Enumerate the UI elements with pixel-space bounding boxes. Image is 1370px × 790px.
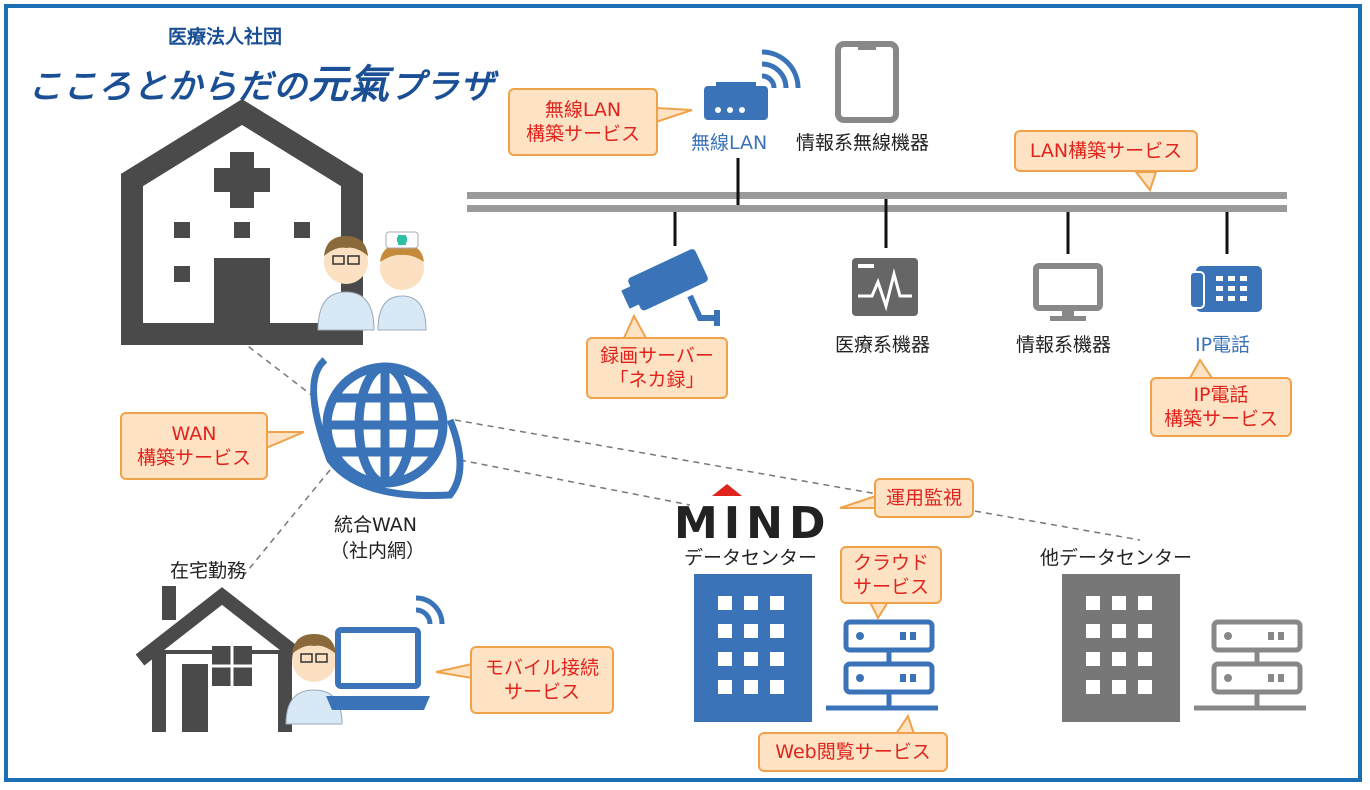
brand-left: こころとからだの	[28, 67, 308, 107]
pc-monitor-icon	[1033, 263, 1103, 321]
cloud-line1: クラウド	[852, 552, 929, 574]
info-label: 情報系機器	[1016, 334, 1112, 356]
cloud-line2: サービス	[852, 576, 929, 598]
home-doctor-icon	[285, 634, 343, 725]
org-type-label: 医療法人社団	[168, 26, 283, 48]
other-datacenter-building-icon	[1062, 574, 1180, 722]
ip-service-callout: IP電話構築サービス	[1150, 377, 1292, 437]
wan-service-line2: 構築サービス	[136, 447, 251, 469]
wan-globe-icon	[310, 357, 464, 500]
datacenter-label: データセンター	[684, 547, 818, 569]
medical-label: 医療系機器	[835, 334, 931, 356]
mobile-line2: サービス	[503, 681, 580, 703]
home-building-icon	[135, 586, 309, 732]
hospital-building-icon	[121, 99, 363, 345]
lan-backbone	[467, 158, 1287, 254]
ip-phone-label: IP電話	[1195, 334, 1251, 356]
brand-right: プラザ	[390, 67, 495, 107]
tablet-icon	[835, 41, 899, 123]
other-server-icon	[1194, 619, 1306, 711]
diagram-frame	[4, 4, 1362, 782]
web-callout: Web閲覧サービス	[758, 732, 948, 772]
home-label: 在宅勤務	[170, 560, 247, 582]
brand-gen: 元氣	[308, 62, 390, 108]
wlan-service-line1: 無線LAN	[544, 99, 622, 121]
mobile-line1: モバイル接続	[484, 657, 599, 679]
doctor-nurse-icon	[317, 231, 427, 331]
wlan-label: 無線LAN	[691, 132, 768, 154]
wan-sublabel: （社内網）	[330, 540, 426, 562]
brand-logo: こころとからだの元氣プラザ	[28, 52, 495, 110]
monitoring-callout: 運用監視	[874, 478, 974, 518]
laptop-icon	[326, 595, 445, 710]
other-datacenter-label: 他データセンター	[1040, 547, 1193, 569]
mind-datacenter-building-icon	[694, 574, 812, 722]
lan-service-callout: LAN構築サービス	[1014, 130, 1198, 172]
security-camera-icon	[621, 249, 720, 326]
info-wireless-label: 情報系無線機器	[796, 132, 930, 154]
ip-service-line1: IP電話	[1193, 384, 1249, 406]
mobile-callout: モバイル接続サービス	[470, 646, 614, 714]
wan-service-line1: WAN	[171, 423, 217, 445]
cloud-callout: クラウドサービス	[840, 546, 942, 604]
ip-phone-icon	[1189, 266, 1262, 312]
recorder-line2: 「ネカ録」	[609, 369, 705, 391]
ip-service-line2: 構築サービス	[1163, 408, 1278, 430]
wan-label: 統合WAN	[334, 514, 417, 536]
recorder-line1: 録画サーバー	[600, 345, 714, 367]
mind-logo: MIND	[674, 498, 832, 549]
dashed-links	[239, 339, 1141, 581]
wlan-service-line2: 構築サービス	[525, 123, 640, 145]
wireless-router-icon	[704, 49, 801, 120]
medical-monitor-icon	[852, 258, 918, 316]
cloud-server-icon	[826, 619, 938, 711]
mind-logo-triangle	[712, 484, 742, 496]
recorder-callout: 録画サーバー「ネカ録」	[586, 337, 728, 399]
